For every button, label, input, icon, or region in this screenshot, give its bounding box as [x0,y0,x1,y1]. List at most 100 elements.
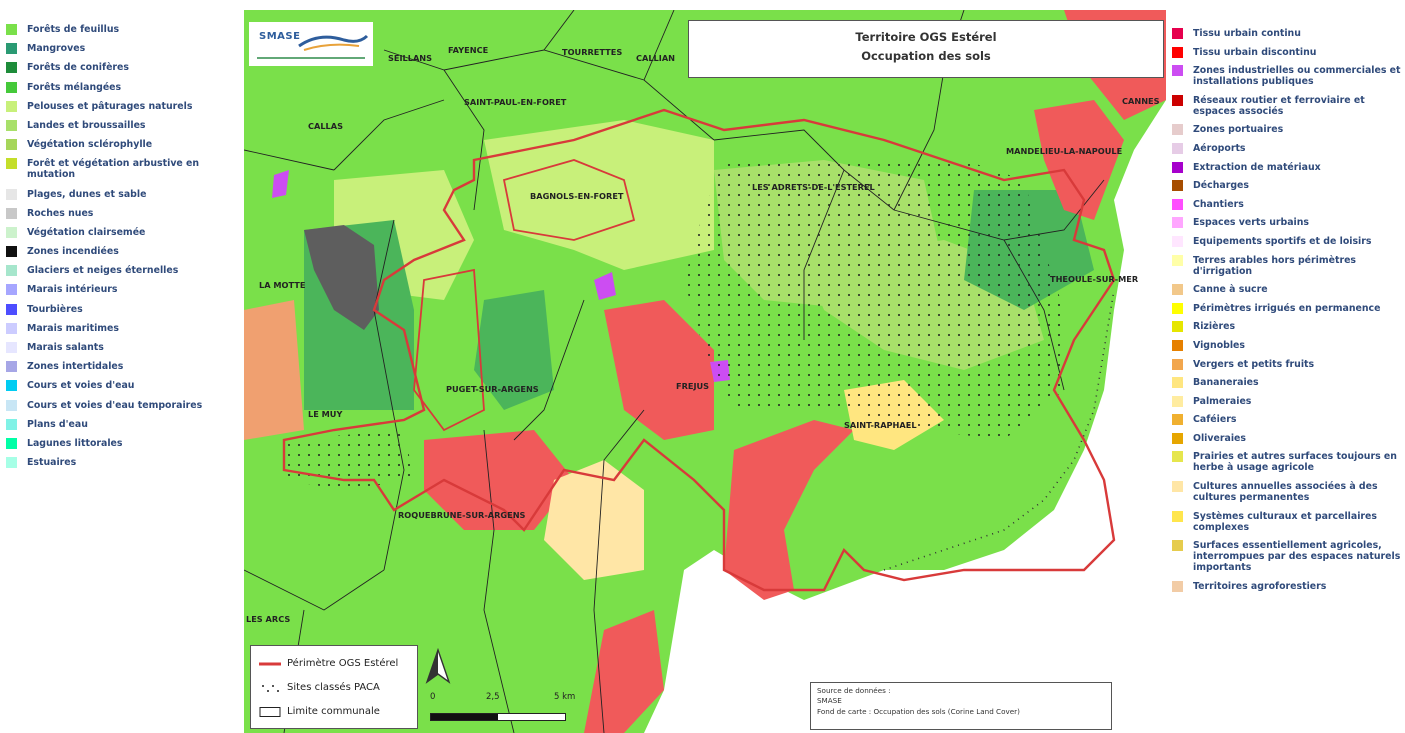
legend-left-label: Végétation sclérophylle [27,139,153,151]
legend-left-label: Cours et voies d'eau [27,380,135,392]
legend-right-swatch [1172,65,1183,77]
legend-left-label: Glaciers et neiges éternelles [27,265,179,277]
legend-left-swatch [6,361,17,373]
source-box: Source de données : SMASE Fond de carte … [810,682,1112,730]
legend-right-swatch [1172,28,1183,39]
legend-right-swatch [1172,451,1183,463]
legend-right-label: Extraction de matériaux [1193,161,1321,173]
legend-right-swatch [1172,198,1183,210]
legend-left-swatch [6,303,17,315]
legend-right-label: Espaces verts urbains [1193,217,1310,229]
legend-right-swatch [1172,94,1183,106]
legend-left-swatch [6,226,17,238]
legend-left-item: Marais intérieurs [6,284,242,296]
legend-right-item: Bananeraies [1172,377,1402,389]
legend-right-swatch [1172,142,1183,154]
commune-label: CALLIAN [636,53,676,63]
industrial-zone [272,170,289,198]
scale-end: 5 km [554,692,576,702]
legend-right-label: Chantiers [1193,198,1244,210]
commune-label: ROQUEBRUNE-SUR-ARGENS [398,510,526,520]
legend-left-item: Forêts mélangées [6,81,242,93]
legend-right-swatch [1172,358,1183,370]
legend-left-item: Cours et voies d'eau temporaires [6,399,242,411]
legend-left-label: Lagunes littorales [27,437,123,449]
legend-left-item: Zones incendiées [6,246,242,258]
commune-label: LA MOTTE [259,280,306,290]
legend-left-swatch [6,399,17,411]
legend-right-swatch [1172,321,1183,333]
legend-right-swatch [1172,580,1183,592]
legend-left-label: Forêt et végétation arbustive en mutatio… [27,158,200,181]
legend-right-item: Tissu urbain continu [1172,28,1402,39]
legend-right-swatch [1172,432,1183,444]
commune-label: LES ADRETS-DE-L'ESTEREL [752,182,875,192]
legend-right-item: Canne à sucre [1172,284,1402,296]
legend-right-label: Décharges [1193,180,1249,192]
map-canvas[interactable] [244,10,1166,733]
legend-sites-row: Sites classés PACA [259,682,380,693]
legend-left-item: Tourbières [6,303,242,315]
legend-left-swatch [6,457,17,469]
legend-perimeter-label: Périmètre OGS Estérel [287,658,399,669]
legend-left-label: Zones intertidales [27,361,124,373]
legend-left-swatch [6,188,17,200]
legend-left-label: Plans d'eau [27,418,88,430]
legend-left-swatch [6,284,17,296]
legend-right-swatch [1172,235,1183,247]
legend-right-label: Vignobles [1193,339,1245,351]
urban-zone [244,300,304,440]
north-arrow-icon [425,648,451,684]
commune-label: LE MUY [308,409,343,419]
legend-left-label: Zones incendiées [27,246,119,258]
commune-label: SAINT-RAPHAEL [844,420,917,430]
ogs-perimeter-inner [502,159,636,241]
legend-left-swatch [6,100,17,112]
commune-limit-icon [259,706,281,717]
legend-left-swatch [6,119,17,131]
legend-left-item: Roches nues [6,207,242,219]
legend-left-item: Plages, dunes et sable [6,188,242,200]
legend-right-swatch [1172,510,1183,522]
sea [644,100,1166,733]
commune-label: TOURRETTES [562,47,623,57]
legend-right-item: Rizières [1172,321,1402,333]
legend-left-swatch [6,207,17,219]
industrial-zone [594,272,616,300]
legend-right-label: Rizières [1193,321,1236,333]
legend-left-swatch [6,24,17,35]
legend-right-item: Vignobles [1172,339,1402,351]
commune-label: MANDELIEU-LA-NAPOULE [1006,146,1123,156]
ogs-perimeter-inner [413,268,485,432]
legend-left-label: Pelouses et pâturages naturels [27,100,193,112]
legend-left-swatch [6,418,17,430]
map-title: Territoire OGS Estérel [855,30,997,44]
classified-site-area [684,160,1064,440]
legend-right-item: Oliveraies [1172,432,1402,444]
legend-left-item: Glaciers et neiges éternelles [6,265,242,277]
legend-right-label: Systèmes culturaux et parcellaires compl… [1193,510,1377,533]
legend-right-swatch [1172,46,1183,58]
legend-left-item: Marais salants [6,342,242,353]
perimeter-line-icon [259,662,281,665]
urban-zone [424,430,574,530]
legend-right-swatch [1172,161,1183,173]
legend-perimeter-row: Périmètre OGS Estérel [259,658,398,669]
legend-left-label: Forêts de conifères [27,62,129,74]
legend-right-item: Tissu urbain discontinu [1172,46,1402,58]
commune-label: LES ARCS [246,614,291,624]
legend-left-item: Forêts de conifères [6,62,242,74]
legend-left-item: Zones intertidales [6,361,242,373]
legend-right-label: Equipements sportifs et de loisirs [1193,235,1372,247]
legend-left-label: Cours et voies d'eau temporaires [27,399,203,411]
legend-left-swatch [6,246,17,258]
legend-right-swatch [1172,395,1183,407]
commune-label: SEILLANS [388,53,433,63]
legend-right-item: Décharges [1172,180,1402,192]
legend-left-label: Marais intérieurs [27,284,118,296]
source-line3: Fond de carte : Occupation des sols (Cor… [817,707,1020,716]
legend-left-item: Végétation clairsemée [6,226,242,238]
legend-left-label: Estuaires [27,457,77,469]
legend-left-item: Végétation sclérophylle [6,139,242,151]
